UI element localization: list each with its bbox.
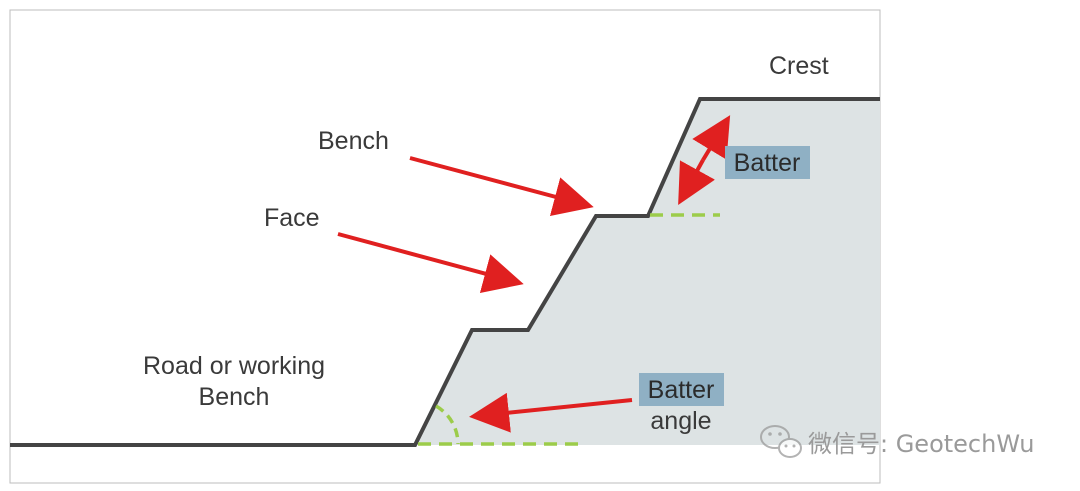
batter-arrow-up bbox=[692, 115, 731, 162]
crest-label: Crest bbox=[769, 52, 829, 80]
batter-angle-arrow bbox=[469, 392, 633, 433]
bench-arrow bbox=[409, 156, 594, 217]
road-bench-label-line1: Road or working bbox=[143, 352, 325, 380]
wechat-icon bbox=[760, 425, 802, 458]
batter-angle-highlight bbox=[639, 373, 724, 406]
road-bench-label-line2: Bench bbox=[199, 383, 270, 411]
face-arrow bbox=[337, 232, 524, 293]
batter-label: Batter bbox=[734, 149, 801, 177]
face-label: Face bbox=[264, 204, 320, 232]
batter-angle-label-line2: angle bbox=[650, 407, 711, 435]
slope-body bbox=[415, 99, 880, 445]
slope-profile-line bbox=[10, 97, 880, 447]
batter-arrow-down bbox=[678, 159, 715, 206]
bench-label: Bench bbox=[318, 127, 389, 155]
batter-highlight bbox=[725, 146, 810, 179]
watermark-text: 微信号: GeotechWu bbox=[808, 430, 1034, 458]
batter-angle-label-line1: Batter bbox=[648, 376, 715, 404]
batter-angle-arc bbox=[435, 404, 460, 445]
